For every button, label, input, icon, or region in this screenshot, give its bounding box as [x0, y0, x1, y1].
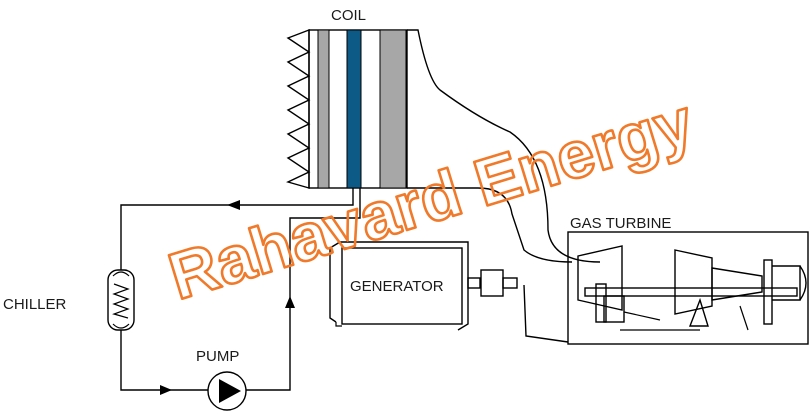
- pump-label: PUMP: [196, 348, 239, 365]
- gas-turbine-label: GAS TURBINE: [570, 215, 671, 232]
- coil: COIL: [286, 7, 408, 189]
- flow-arrow-up: [285, 296, 295, 308]
- flow-arrow-left: [227, 200, 240, 210]
- pump: PUMP: [196, 348, 247, 411]
- chiller: CHILLER: [3, 269, 135, 331]
- coil-gray-strip-left: [317, 29, 330, 189]
- coil-blue-strip: [346, 29, 362, 189]
- coil-label: COIL: [331, 7, 366, 24]
- gas-turbine: GAS TURBINE: [567, 215, 809, 345]
- pump-arrow-icon: [219, 379, 241, 403]
- flow-arrow-right: [160, 385, 172, 395]
- coil-gray-strip-right: [379, 29, 407, 189]
- generator-label: GENERATOR: [350, 278, 444, 295]
- chiller-coil-icon: [112, 283, 130, 319]
- shaft-coupling: [467, 269, 518, 297]
- chiller-label: CHILLER: [3, 296, 67, 313]
- intake-duct: [407, 29, 601, 343]
- generator: GENERATOR: [329, 241, 469, 331]
- chilled-water-loop: [120, 188, 361, 395]
